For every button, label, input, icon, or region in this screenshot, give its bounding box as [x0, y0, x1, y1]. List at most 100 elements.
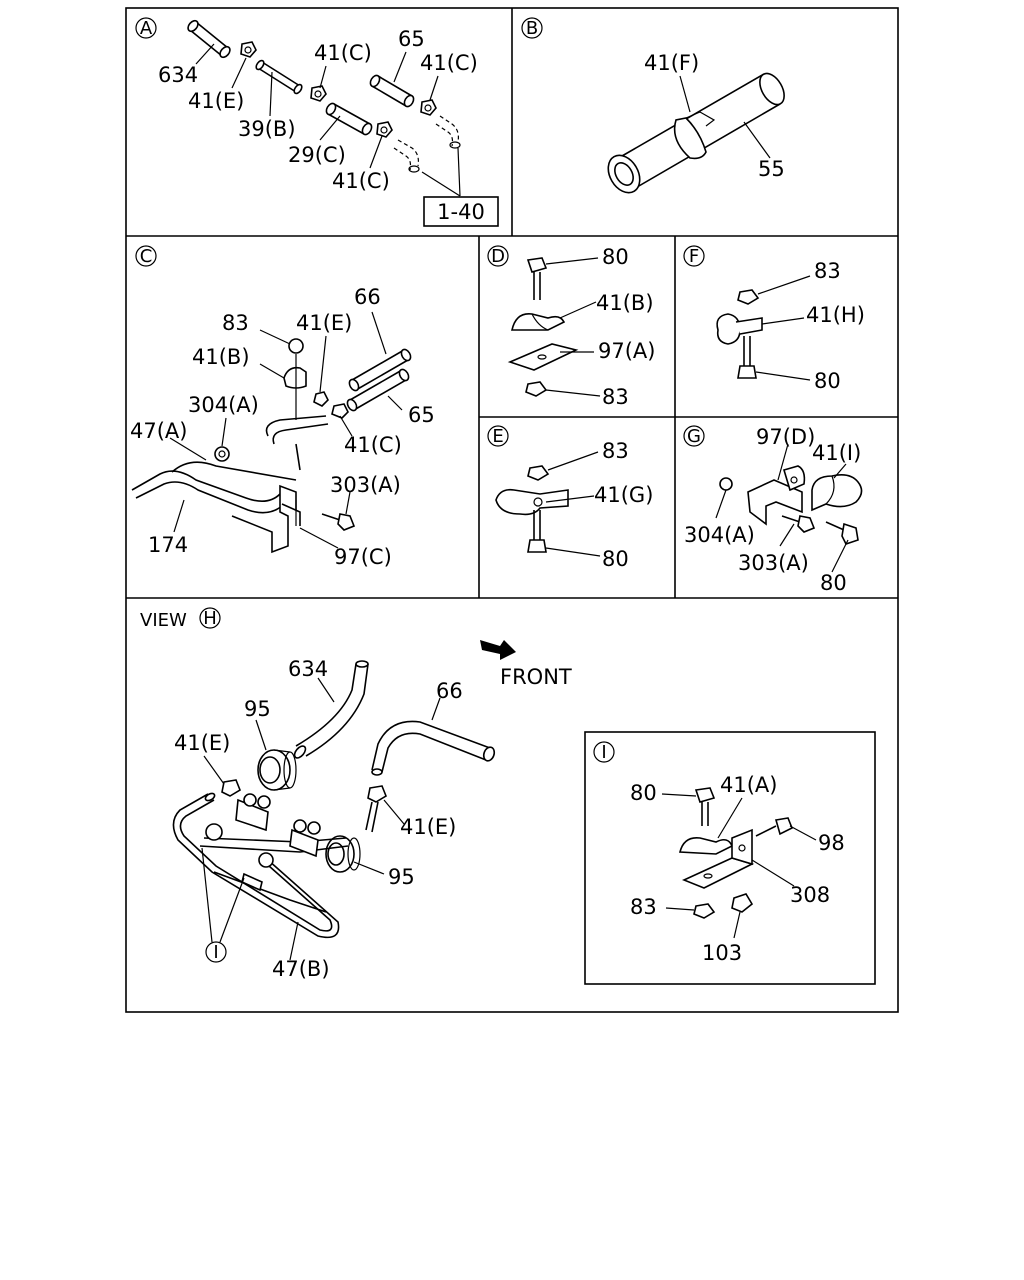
label-80: 80: [820, 571, 847, 595]
label-29c: 29(C): [288, 143, 346, 167]
label-41e-left: 41(E): [174, 731, 230, 755]
label-98: 98: [818, 831, 845, 855]
panel-g: G 97(D) 41(I) 304(: [683, 425, 863, 595]
clamp-41g: [495, 488, 569, 516]
label-41a: 41(A): [720, 773, 777, 797]
hose-634-h: [293, 660, 369, 759]
hoses-66-65: [346, 348, 412, 412]
panel-b-marker: B: [521, 17, 543, 39]
label-47a: 47(A): [130, 419, 187, 443]
label-303a: 303(A): [738, 551, 809, 575]
label-41b: 41(B): [596, 291, 654, 315]
grommet-95-lower: [325, 835, 361, 873]
clamp-41c-left: [310, 85, 327, 102]
bolt-80-g: [825, 521, 859, 545]
panel-i-leaders: [661, 793, 817, 939]
label-41e: 41(E): [188, 89, 244, 113]
bolt-80-d: [526, 257, 548, 300]
panel-d-leaders: [545, 257, 601, 397]
label-634: 634: [288, 657, 328, 681]
panel-i-marker-text: I: [601, 742, 606, 763]
label-174: 174: [148, 533, 188, 557]
label-304a: 304(A): [684, 523, 755, 547]
hose-634: [187, 19, 231, 59]
label-41f: 41(F): [644, 51, 699, 75]
clamp-41f: [673, 111, 716, 160]
label-308: 308: [790, 883, 830, 907]
panel-i: I: [584, 731, 876, 985]
clamp-41h: [716, 313, 763, 345]
panel-g-marker-text: G: [687, 426, 701, 447]
bracket-308: [681, 828, 755, 889]
panel-d-marker-text: D: [491, 246, 505, 267]
nut-83-e: [527, 465, 550, 481]
panel-h: VIEW H FRONT: [140, 607, 572, 981]
panel-f-marker-text: F: [689, 246, 699, 267]
panel-i-marker: I: [593, 741, 615, 763]
reference-box: 1-40: [423, 196, 499, 227]
panel-a: A: [135, 17, 499, 227]
panel-g-marker: G: [683, 425, 705, 447]
nut-83-i: [693, 903, 716, 919]
panel-f-leaders: [755, 275, 811, 381]
label-47b: 47(B): [272, 957, 330, 981]
panel-g-leaders: [715, 443, 849, 573]
clamp-41e-h-right: [365, 785, 387, 833]
clamp-41i: [811, 474, 863, 512]
bracket-97d: [747, 465, 806, 526]
nut-83-d: [525, 381, 548, 397]
label-41c-2: 41(C): [420, 51, 478, 75]
panel-e: E 83 41(G) 80: [487, 425, 653, 571]
panel-d: D 80 41(B) 97(A) 83: [487, 245, 655, 409]
label-41h: 41(H): [806, 303, 865, 327]
clamp-41b-c: [283, 338, 307, 420]
label-80: 80: [602, 547, 629, 571]
hose-65: [369, 74, 415, 108]
clamp-41b-d: [511, 313, 566, 331]
bolt-98: [755, 817, 794, 837]
label-66: 66: [354, 285, 381, 309]
label-304a: 304(A): [188, 393, 259, 417]
label-41g: 41(G): [594, 483, 653, 507]
clamps-41e-41c: [313, 391, 349, 419]
reference-pipes: [393, 115, 461, 173]
grommet-95-upper: [257, 749, 297, 791]
hose-29c: [325, 102, 373, 136]
front-arrow: [480, 640, 516, 660]
panel-a-marker: A: [135, 17, 157, 39]
bolt-80-i: [694, 787, 716, 826]
panel-h-leaders: [201, 677, 441, 961]
nut-304a-g: [719, 477, 733, 491]
panel-d-marker: D: [487, 245, 509, 267]
reference-box-text: 1-40: [437, 200, 485, 224]
pipe-39b: [255, 59, 303, 95]
panel-b: B 41(F) 55: [521, 17, 785, 194]
label-65: 65: [398, 27, 425, 51]
clamp-41e: [240, 41, 257, 58]
label-83: 83: [222, 311, 249, 335]
label-41e-right: 41(E): [400, 815, 456, 839]
clamp-41a: [678, 836, 734, 855]
callout-marker-i: I: [205, 941, 227, 963]
label-41c-3: 41(C): [332, 169, 390, 193]
label-66: 66: [436, 679, 463, 703]
hose-66-h: [371, 720, 496, 776]
panel-h-marker: H: [199, 607, 221, 629]
clamp-41c-lower: [376, 121, 393, 138]
label-634: 634: [158, 63, 198, 87]
bracket-97c: [231, 484, 301, 554]
panel-e-marker: E: [487, 425, 509, 447]
front-label: FRONT: [500, 665, 572, 689]
clamp-41e-h-left: [221, 779, 241, 797]
view-prefix: VIEW: [140, 610, 187, 631]
label-80: 80: [814, 369, 841, 393]
label-95-lower: 95: [388, 865, 415, 889]
label-97d: 97(D): [756, 425, 815, 449]
label-41e: 41(E): [296, 311, 352, 335]
label-41c: 41(C): [344, 433, 402, 457]
bolt-303a-g: [781, 515, 816, 533]
bolt-80-e: [527, 510, 547, 553]
clamp-41c-right: [420, 99, 437, 116]
panel-f: F 83 41(H) 80: [683, 245, 865, 393]
